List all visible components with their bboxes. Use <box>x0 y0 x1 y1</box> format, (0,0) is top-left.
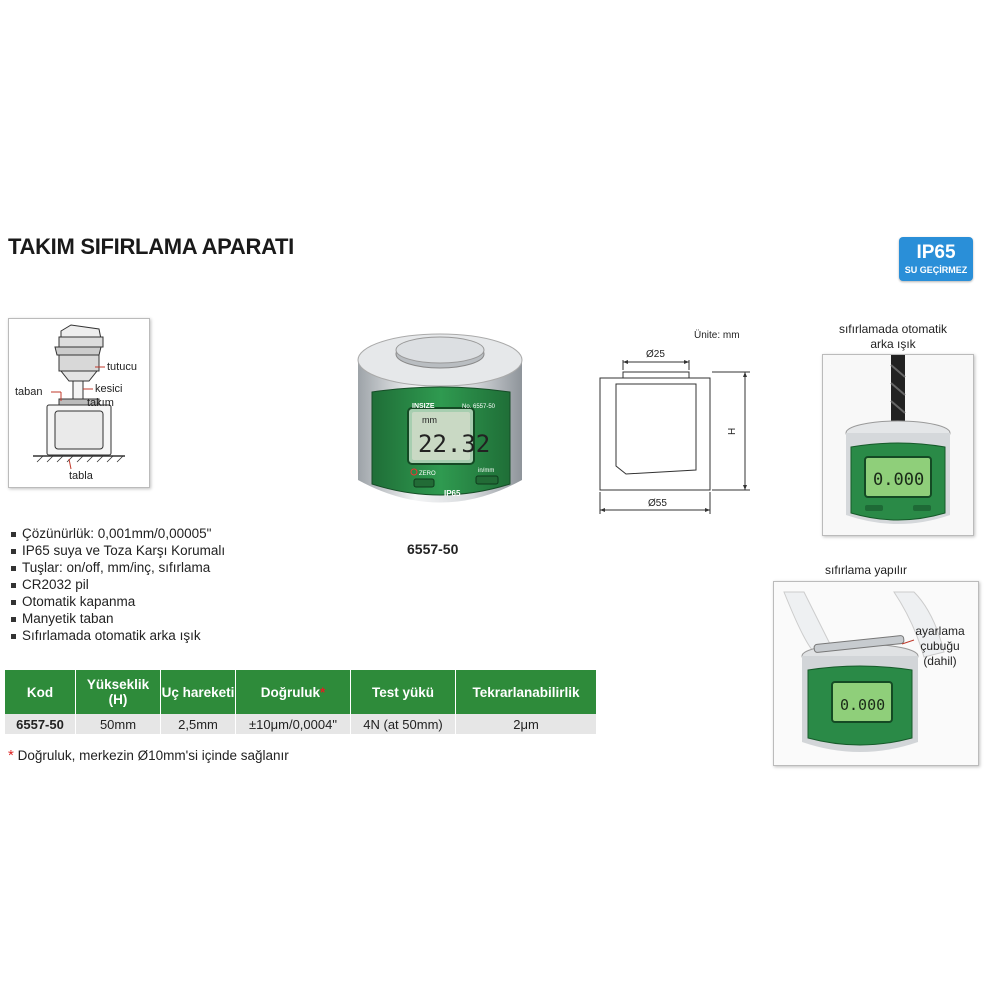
header-yukseklik: Yükseklik (H) <box>75 670 161 714</box>
zeroing-photo: 0.000 <box>773 581 979 766</box>
photo2-lcd-reading: 0.000 <box>840 696 885 714</box>
spec-table: Kod Yükseklik (H) Uç hareketi Doğruluk* … <box>5 670 597 734</box>
cell-dogruluk: ±10μm/0,0004" <box>235 714 351 734</box>
header-kod: Kod <box>5 670 76 714</box>
power-icon <box>410 468 418 476</box>
footnote-text: Doğruluk, merkezin Ø10mm'si içinde sağla… <box>17 748 289 763</box>
feature-item: Manyetik taban <box>10 610 225 627</box>
footnote: * Doğruluk, merkezin Ø10mm'si içinde sağ… <box>8 747 289 764</box>
model-number: 6557-50 <box>407 541 459 557</box>
feature-item: Otomatik kapanma <box>10 593 225 610</box>
label-takim: takım <box>87 397 114 409</box>
feature-list: Çözünürlük: 0,001mm/0,00005" IP65 suya v… <box>10 525 225 644</box>
feature-item: Tuşlar: on/off, mm/inç, sıfırlama <box>10 559 225 576</box>
feature-item: Çözünürlük: 0,001mm/0,00005" <box>10 525 225 542</box>
cell-kod: 6557-50 <box>5 714 76 734</box>
photo2-caption: sıfırlama yapılır <box>825 563 908 577</box>
cell-test-yuku: 4N (at 50mm) <box>350 714 456 734</box>
setup-diagram-drawing: tutucu taban kesici takım tabla <box>15 324 137 482</box>
zero-label: ZERO <box>419 471 436 477</box>
zero-button <box>413 478 435 488</box>
footnote-mark: * <box>8 747 14 764</box>
feature-item: CR2032 pil <box>10 576 225 593</box>
setup-diagram: tutucu taban kesici takım tabla <box>8 318 150 488</box>
feature-item: IP65 suya ve Toza Karşı Korumalı <box>10 542 225 559</box>
photo1-lcd-reading: 0.000 <box>873 470 924 490</box>
cell-uc-hareketi: 2,5mm <box>160 714 236 734</box>
unit-button <box>475 475 499 485</box>
label-taban: taban <box>15 386 43 398</box>
header-uc-hareketi: Uç hareketi <box>160 670 236 714</box>
lcd-reading: 22.32 <box>418 430 490 458</box>
label-tabla: tabla <box>69 470 94 482</box>
header-test-yuku: Test yükü <box>350 670 456 714</box>
backlight-photo: 0.000 <box>822 354 974 536</box>
accuracy-footnote-mark: * <box>319 684 326 700</box>
cell-tekrarlanabilirlik: 2μm <box>455 714 597 734</box>
zeroing-photo-image: 0.000 <box>774 582 978 765</box>
ip-mark: IP65 <box>444 489 461 498</box>
unit-note: Ünite: mm <box>694 330 740 341</box>
brand-logo: INSIZE <box>412 403 435 410</box>
model-plate: No. 6557-50 <box>462 404 496 410</box>
ip-subtitle: SU GEÇİRMEZ <box>904 265 968 275</box>
table-row: 6557-50 50mm 2,5mm ±10μm/0,0004" 4N (at … <box>5 714 597 734</box>
ip65-badge: IP65 SU GEÇİRMEZ <box>899 237 973 281</box>
photo1-caption: sıfırlamada otomatik arka ışık <box>838 322 948 351</box>
rod-label: ayarlama çubuğu (dahil) <box>915 624 965 668</box>
backlight-photo-image: 0.000 <box>823 355 973 535</box>
table-header-row: Kod Yükseklik (H) Uç hareketi Doğruluk* … <box>5 670 597 714</box>
label-kesici: kesici <box>95 383 123 395</box>
height-label: H <box>727 428 738 435</box>
header-dogruluk-text: Doğruluk <box>260 684 320 700</box>
header-tekrarlanabilirlik: Tekrarlanabilirlik <box>455 670 597 714</box>
feature-item: Sıfırlamada otomatik arka ışık <box>10 627 225 644</box>
page-title: TAKIM SIFIRLAMA APARATI <box>8 234 294 259</box>
cell-yukseklik: 50mm <box>75 714 161 734</box>
body-diameter-label: Ø55 <box>648 498 667 509</box>
ip-rating: IP65 <box>916 242 956 263</box>
unit-button-label: in/mm <box>478 468 494 474</box>
dimension-drawing: Ø25 Ø55 H <box>599 349 750 514</box>
top-diameter-label: Ø25 <box>646 349 665 360</box>
product-image: mm 22.32 INSIZE No. 6557-50 ZERO in/mm I… <box>357 333 523 503</box>
label-tutucu: tutucu <box>107 361 137 373</box>
header-dogruluk: Doğruluk* <box>235 670 351 714</box>
lcd-unit: mm <box>422 415 437 425</box>
